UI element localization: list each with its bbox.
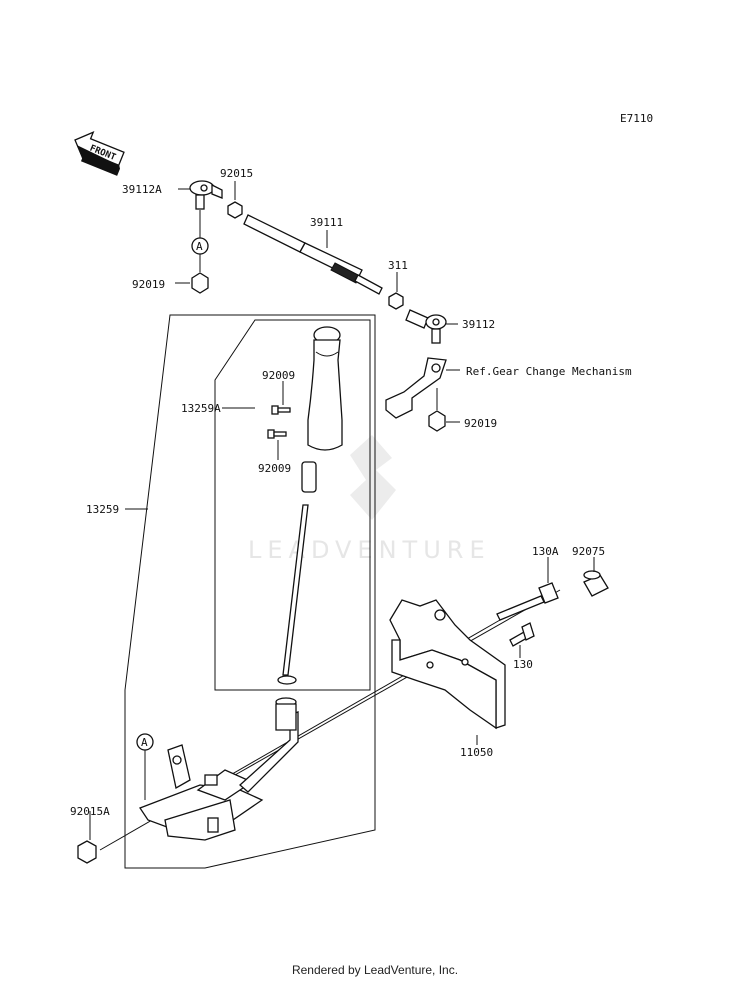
shift-lever-knob (277, 326, 343, 685)
label-13259: 13259 (86, 503, 119, 516)
leader-lines (89, 181, 595, 840)
leadventure-watermark: LEADVENTURE (248, 435, 491, 564)
label-130: 130 (513, 658, 533, 671)
nut-92019-top (191, 272, 209, 294)
bracket-11050 (389, 599, 506, 730)
nut-92015A (77, 840, 97, 864)
arm-hole (431, 363, 441, 373)
label-39112A: 39112A (122, 183, 162, 196)
rod-end-39112 (405, 309, 447, 344)
label-39111: 39111 (310, 216, 343, 229)
bolt-130A (496, 582, 559, 621)
label-311: 311 (388, 259, 408, 272)
front-arrow-icon: FRONT (74, 131, 125, 176)
screw-92009-bottom (267, 429, 287, 439)
label-92075: 92075 (572, 545, 605, 558)
screw-92009-top (271, 405, 291, 415)
reference-note: Ref.Gear Change Mechanism (466, 365, 632, 378)
label-92009-bottom: 92009 (258, 462, 291, 475)
nut-92019-right (428, 410, 446, 432)
label-92019-right: 92019 (464, 417, 497, 430)
label-13259A: 13259A (181, 402, 221, 415)
ref-marker-A-top-text: A (196, 240, 203, 253)
label-92009-top: 92009 (262, 369, 295, 382)
nut-311 (388, 292, 404, 310)
gear-change-arm (385, 357, 447, 419)
rod-end-39112A (189, 180, 223, 210)
label-39112: 39112 (462, 318, 495, 331)
ref-marker-A-bottom-text: A (141, 736, 148, 749)
label-130A: 130A (532, 545, 559, 558)
collar-92075 (583, 570, 609, 597)
assembly-outline (124, 314, 376, 869)
bolt-130 (509, 622, 535, 647)
label-92019-top: 92019 (132, 278, 165, 291)
label-11050: 11050 (460, 746, 493, 759)
lever-subassembly-outline (214, 319, 371, 691)
footer-credit: Rendered by LeadVenture, Inc. (291, 963, 459, 977)
nut-92015 (227, 201, 243, 219)
tie-rod-39111 (243, 214, 383, 295)
diagram-code: E7110 (620, 112, 653, 125)
label-92015: 92015 (220, 167, 253, 180)
watermark-text: LEADVENTURE (248, 536, 491, 564)
label-92015A: 92015A (70, 805, 110, 818)
pivot-base-assembly (139, 697, 299, 841)
